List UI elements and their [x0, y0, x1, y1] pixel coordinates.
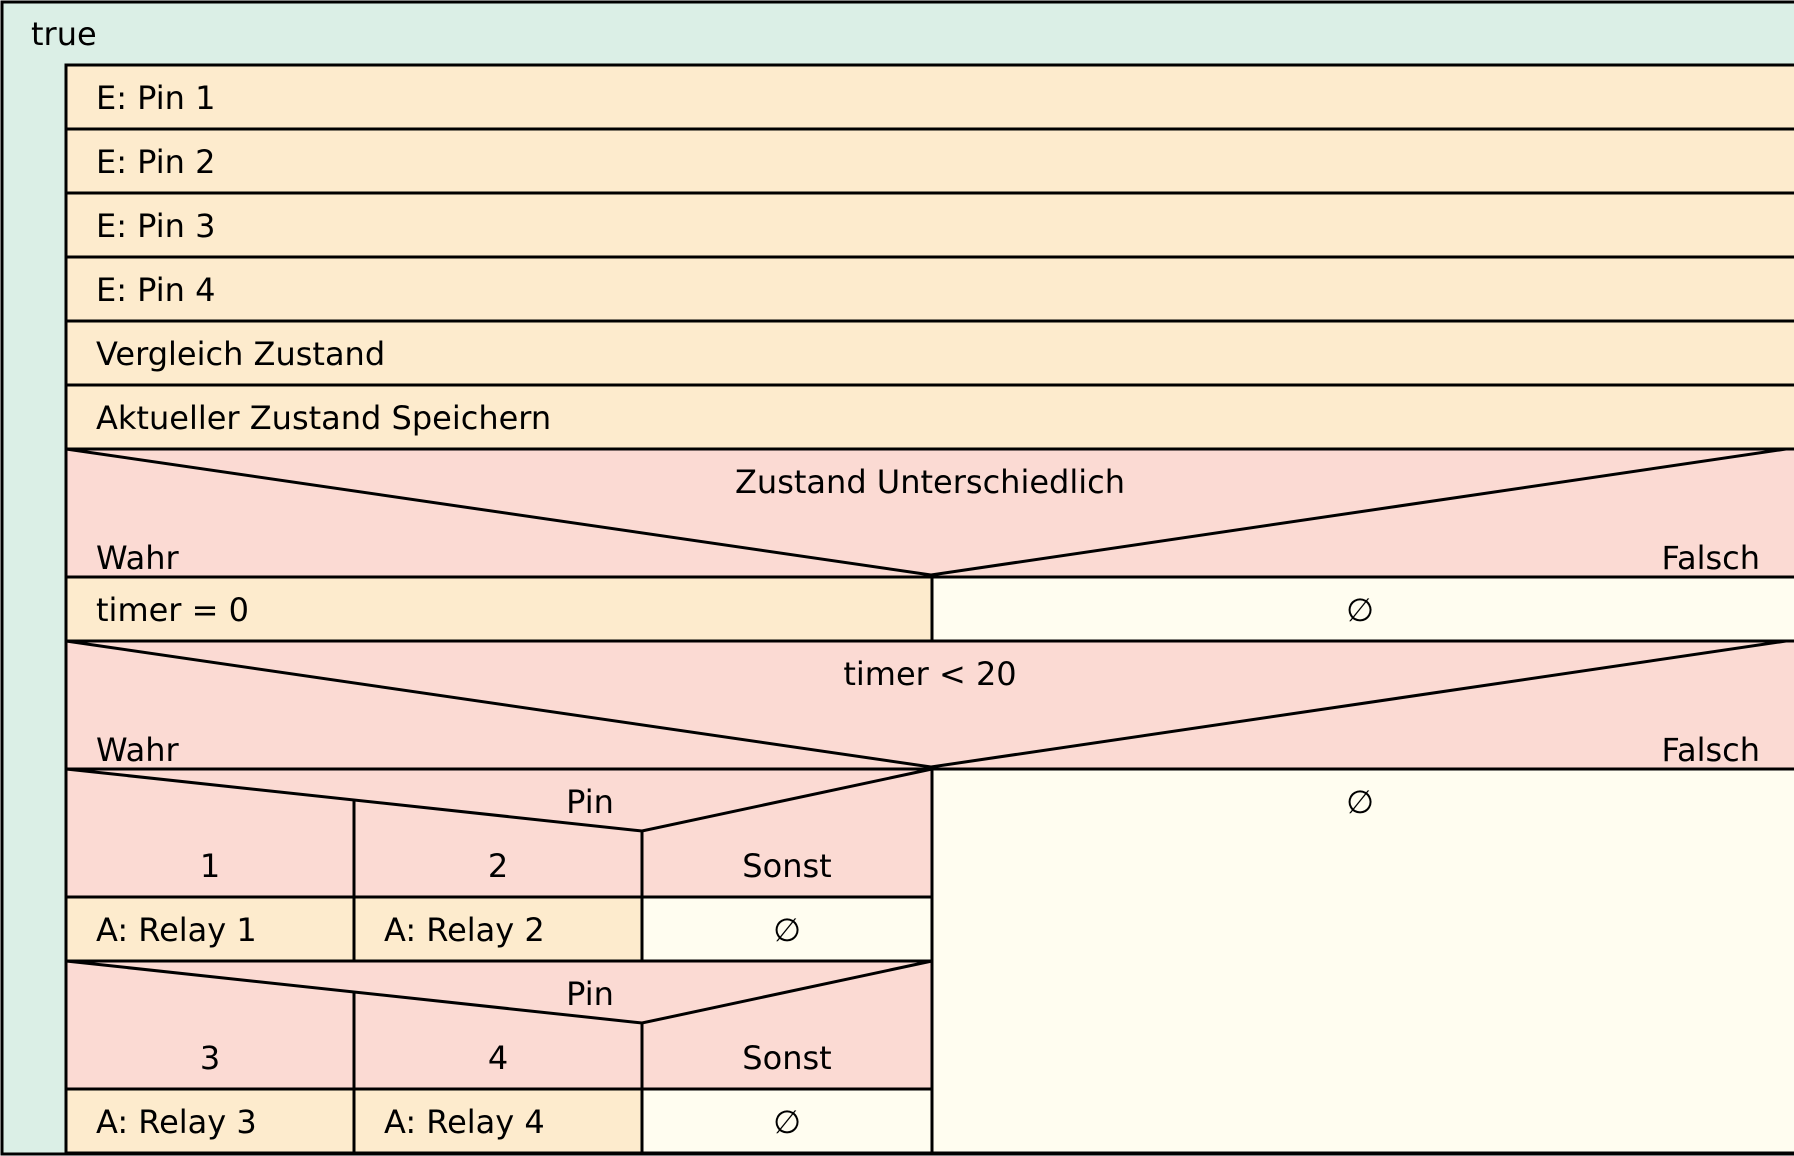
- if-condition-label: timer < 20: [843, 655, 1017, 693]
- case-label: 4: [487, 1039, 509, 1077]
- if-condition-label: Zustand Unterschiedlich: [735, 463, 1125, 501]
- case-selector-label: Pin: [566, 975, 614, 1013]
- if-condition-block[interactable]: [64, 447, 1794, 579]
- instruction-label: A: Relay 4: [384, 1103, 545, 1141]
- instruction-label: A: Relay 2: [384, 911, 545, 949]
- instruction-label: E: Pin 4: [96, 271, 216, 309]
- instruction-label: Aktueller Zustand Speichern: [96, 399, 552, 437]
- instruction-block[interactable]: [64, 127, 1794, 195]
- if-condition-diagonals: [65, 639, 1787, 769]
- empty-set-icon: ∅: [773, 911, 801, 949]
- case-selector-label: Pin: [566, 783, 614, 821]
- empty-block[interactable]: [930, 575, 1794, 643]
- loop-condition-label: true: [31, 15, 97, 53]
- instruction-block[interactable]: [64, 319, 1794, 387]
- case-label: Sonst: [742, 847, 832, 885]
- instruction-label: A: Relay 3: [96, 1103, 257, 1141]
- case-label: 2: [487, 847, 509, 885]
- case-selector-block[interactable]: [64, 767, 934, 899]
- empty-set-icon: ∅: [1346, 783, 1374, 821]
- instruction-label: Vergleich Zustand: [96, 335, 386, 373]
- instruction-label: timer = 0: [96, 591, 249, 629]
- true-branch-label: Wahr: [96, 539, 179, 577]
- instruction-label: E: Pin 1: [96, 79, 216, 117]
- instruction-block[interactable]: [352, 895, 644, 963]
- instruction-block[interactable]: [64, 895, 356, 963]
- if-condition-block[interactable]: [64, 639, 1794, 771]
- instruction-block[interactable]: [64, 1087, 356, 1155]
- false-branch-label: Falsch: [1661, 731, 1760, 769]
- empty-block[interactable]: [640, 1087, 934, 1155]
- false-branch-label: Falsch: [1661, 539, 1760, 577]
- true-branch-label: Wahr: [96, 731, 179, 769]
- instruction-block[interactable]: [352, 1087, 644, 1155]
- instruction-block[interactable]: [64, 255, 1794, 323]
- instruction-label: A: Relay 1: [96, 911, 257, 949]
- empty-set-icon: ∅: [773, 1103, 801, 1141]
- case-selector-block[interactable]: [64, 959, 934, 1091]
- case-label: 1: [199, 847, 221, 885]
- empty-set-icon: ∅: [1346, 591, 1374, 629]
- if-condition-diagonals: [65, 447, 1787, 577]
- instruction-block[interactable]: [64, 575, 934, 643]
- instruction-block[interactable]: [64, 63, 1794, 131]
- instruction-label: E: Pin 3: [96, 207, 216, 245]
- instruction-label: E: Pin 2: [96, 143, 216, 181]
- instruction-block[interactable]: [64, 191, 1794, 259]
- empty-block[interactable]: [930, 767, 1794, 1155]
- case-label: 3: [199, 1039, 221, 1077]
- case-label: Sonst: [742, 1039, 832, 1077]
- instruction-block[interactable]: [64, 383, 1794, 451]
